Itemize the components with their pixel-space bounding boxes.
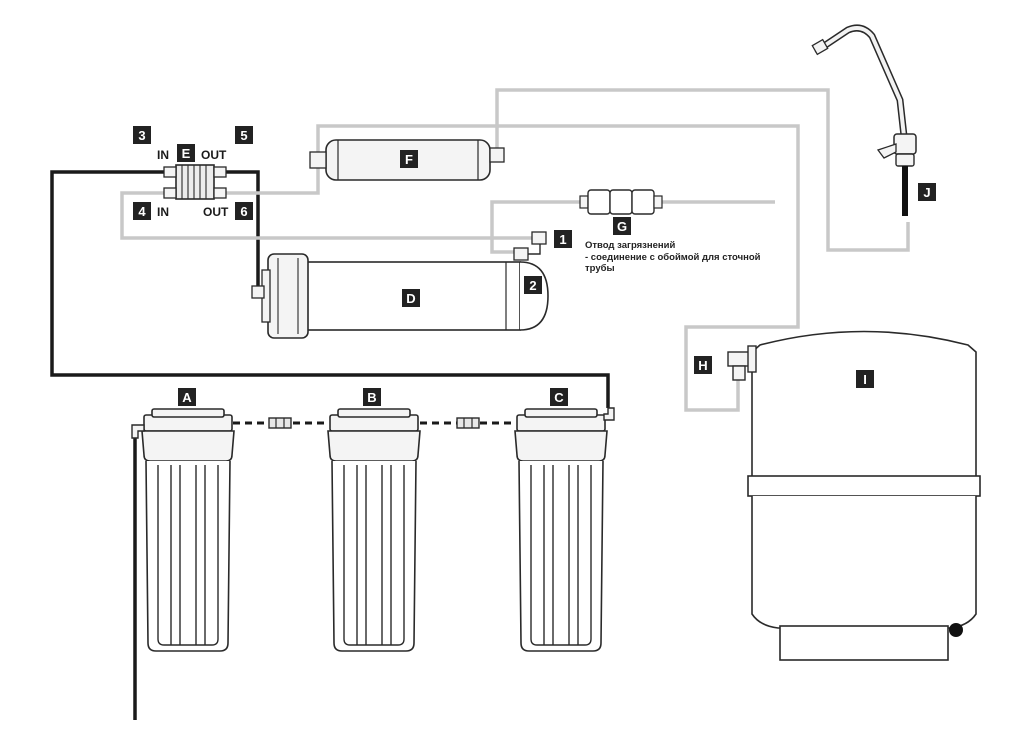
badge-f: F [400,150,418,168]
label-d: D [406,291,415,306]
label-1: 1 [559,232,566,247]
badge-c: C [550,388,568,406]
badge-6: 6 [235,202,253,220]
label-c: C [554,390,564,405]
label-h: H [698,358,707,373]
badge-a: A [178,388,196,406]
coupler-b-c [456,417,480,429]
feed-tube-c-to-e [50,170,610,408]
label-4: 4 [138,204,146,219]
label-a: A [182,390,192,405]
badge-i: I [856,370,874,388]
label-2: 2 [529,278,536,293]
drain-note-line-2: - соединение с обоймой для сточной [585,251,761,263]
badge-e: E [177,144,195,162]
storage-tank-i [747,330,981,661]
label-i: I [863,372,867,387]
label-6: 6 [240,204,247,219]
drain-note: Отвод загрязнений - соединение с обоймой… [585,240,785,275]
inlet-elbow-a [131,424,145,439]
prefilter-a [141,408,235,652]
badge-j: J [918,183,936,201]
drain-restrictor-g [579,189,663,215]
port-out-bottom: OUT [203,205,229,219]
badge-2: 2 [524,276,542,294]
port-in-bottom: IN [157,205,169,219]
membrane-housing-d [251,231,549,339]
tube-f-to-h [316,124,800,412]
coupler-a-b [268,417,292,429]
tube-f-to-j [495,88,910,252]
badge-1: 1 [554,230,572,248]
outlet-elbow-c [603,407,615,421]
tube-e-to-d [222,170,260,288]
badge-4: 4 [133,202,151,220]
prefilter-c [514,408,608,652]
label-3: 3 [138,128,145,143]
label-f: F [405,152,413,167]
drain-note-line-3: трубы [585,263,615,274]
prefilter-b [327,408,421,652]
badge-g: G [613,217,631,235]
tube-4-to-1 [120,191,532,240]
label-5: 5 [240,128,247,143]
drain-tube-2-to-g [490,200,580,254]
label-b: B [367,390,376,405]
faucet-j [811,24,917,216]
tank-valve-h [727,345,757,381]
drain-note-line-1: Отвод загрязнений [585,240,676,251]
tube-6-to-f [222,163,320,195]
label-e: E [182,146,191,161]
badge-b: B [363,388,381,406]
label-g: G [617,219,627,234]
valve-e [163,164,227,200]
badge-5: 5 [235,126,253,144]
badge-d: D [402,289,420,307]
badge-3: 3 [133,126,151,144]
port-out-top: OUT [201,148,227,162]
badge-h: H [694,356,712,374]
port-in-top: IN [157,148,169,162]
label-j: J [923,185,930,200]
